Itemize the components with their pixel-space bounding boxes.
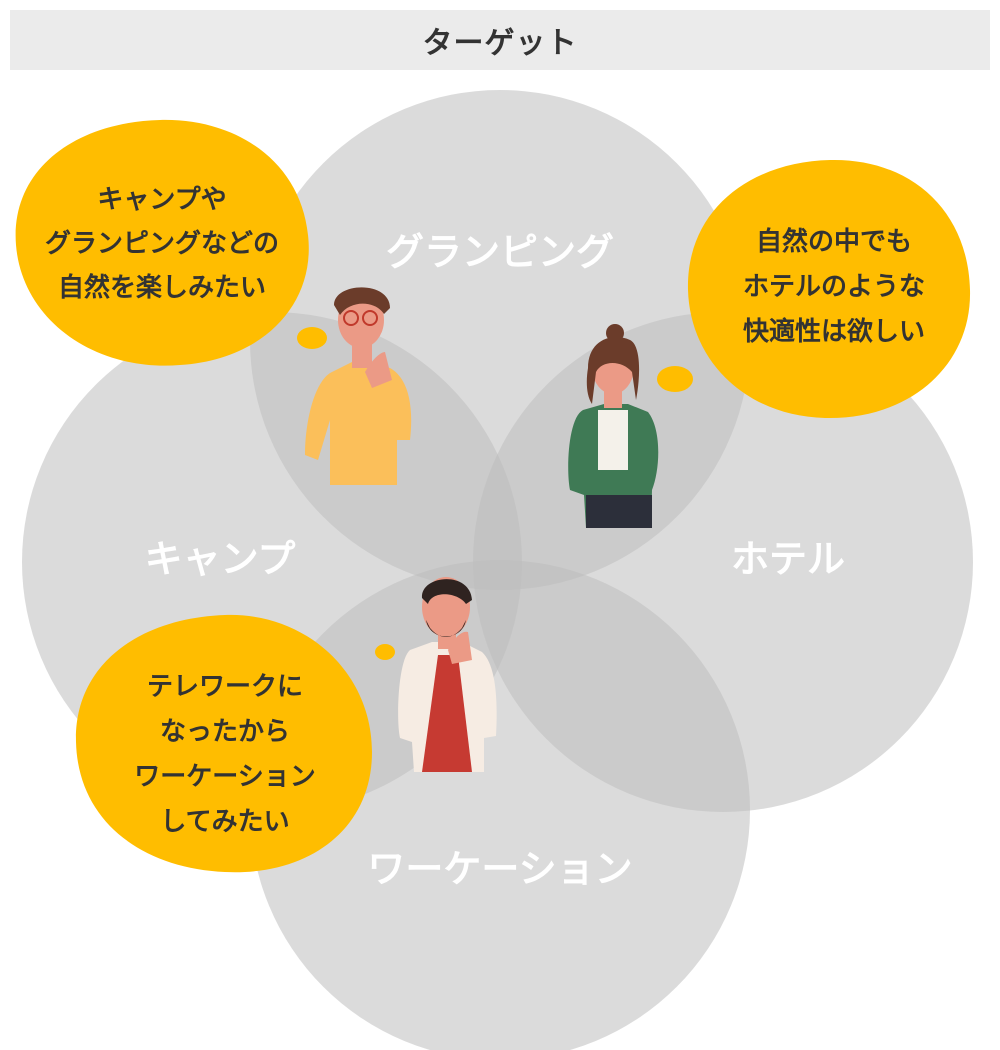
page-title: ターゲット — [422, 26, 578, 61]
bubble-workation-line-1: テレワークに — [147, 671, 303, 701]
person-man-glasses-illustration — [305, 287, 412, 485]
bubble-workation-line-2: なったから — [160, 716, 290, 746]
bubble-camp-line-1: キャンプや — [97, 184, 226, 214]
label-hotel: ホテル — [731, 539, 845, 581]
thought-dot-woman — [657, 366, 693, 392]
label-workation: ワーケーション — [367, 849, 632, 891]
person-woman-illustration — [568, 324, 659, 528]
label-camp: キャンプ — [145, 539, 296, 581]
bubble-workation-line-4: してみたい — [160, 806, 289, 836]
bubble-camp-line-2: グランピングなどの — [45, 228, 279, 258]
bubble-hotel-line-3: 快適性は欲しい — [743, 316, 925, 346]
bubble-workation: テレワークに なったから ワーケーション してみたい — [75, 614, 373, 873]
thought-dot-man-glasses — [297, 327, 327, 349]
bubble-workation-line-3: ワーケーション — [134, 761, 315, 791]
bubble-hotel: 自然の中でも ホテルのような 快適性は欲しい — [687, 159, 971, 419]
person-bearded-man-illustration — [398, 577, 497, 772]
bubble-hotel-line-2: ホテルのような — [743, 271, 925, 301]
header-bar: ターゲット — [10, 10, 990, 70]
thought-dot-bearded-man — [375, 644, 395, 660]
label-glamping: グランピング — [386, 232, 614, 274]
bubble-camp: キャンプや グランピングなどの 自然を楽しみたい — [15, 119, 309, 366]
bubble-camp-line-3: 自然を楽しみたい — [58, 272, 266, 302]
bubble-hotel-line-1: 自然の中でも — [756, 226, 912, 256]
